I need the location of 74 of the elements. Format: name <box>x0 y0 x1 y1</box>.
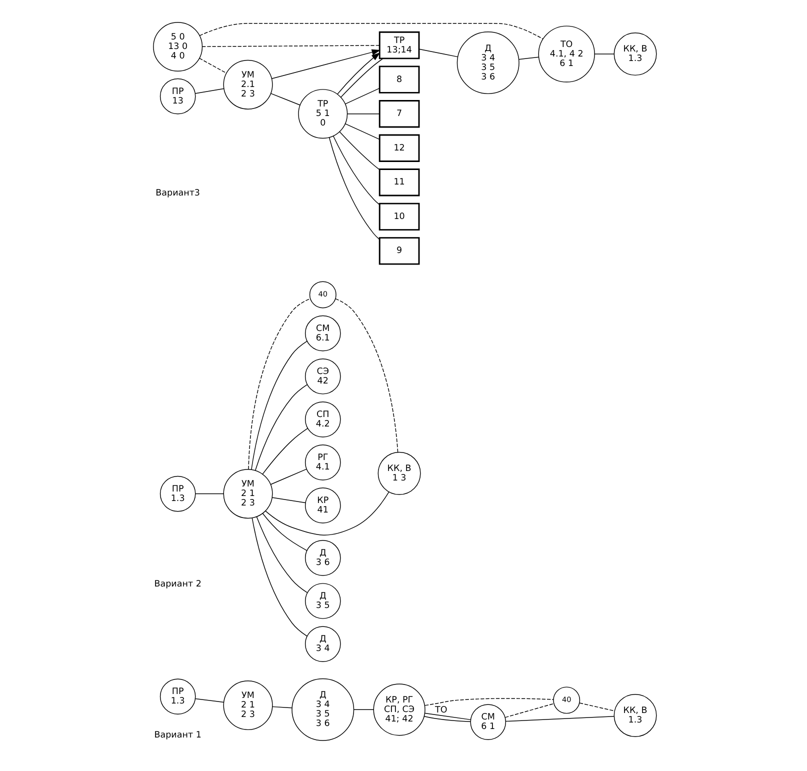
connector <box>251 517 307 637</box>
connector <box>248 298 310 470</box>
edge-label: ТО <box>434 705 447 716</box>
node-box: 10 <box>378 202 420 231</box>
connector <box>578 702 614 712</box>
node-circle: Д 3 4 3 5 3 6 <box>291 678 354 741</box>
connector <box>194 493 224 494</box>
connector <box>504 716 614 722</box>
node-circle: ПР 1.3 <box>159 678 196 714</box>
node-circle: КР 41 <box>304 488 340 524</box>
node-circle: КК, В 1.3 <box>613 694 656 737</box>
label: Вариант3 <box>155 188 200 199</box>
node-circle: Д 3 4 <box>304 626 340 662</box>
node-box: 7 <box>378 100 420 128</box>
node-circle: УМ 2 1 2 3 <box>222 680 272 730</box>
arrow <box>336 52 380 94</box>
connector <box>272 706 292 708</box>
connector <box>262 513 307 551</box>
node-circle: СЭ 42 <box>304 358 340 394</box>
connector <box>194 88 224 94</box>
connector <box>198 58 226 74</box>
node-circle: КК, В 1 3 <box>377 452 420 495</box>
connector <box>254 384 307 471</box>
connector <box>250 340 307 470</box>
connector <box>334 298 398 453</box>
node-circle: УМ 2 1 2 3 <box>222 469 272 519</box>
connector <box>264 491 389 536</box>
connector <box>201 45 380 47</box>
connector <box>198 23 543 40</box>
node-circle: Д 3 4 3 5 3 6 <box>456 32 519 94</box>
connector <box>353 709 374 710</box>
connector <box>271 497 306 504</box>
node-circle: ТО 4.1, 4 2 6 1 <box>538 26 594 82</box>
node-circle: УМ 2.1 2 3 <box>222 60 272 110</box>
node-circle: ПР 13 <box>159 78 196 114</box>
connector <box>424 712 470 720</box>
node-circle: Д 3 6 <box>304 540 340 576</box>
label: Вариант 2 <box>154 579 201 590</box>
connector <box>346 113 380 114</box>
connector <box>418 48 458 58</box>
node-circle: КР, РГ СП, СЭ 41; 42 <box>372 684 425 736</box>
node-box: 8 <box>378 66 420 94</box>
connector <box>344 88 380 104</box>
node-circle: СП 4.2 <box>304 401 340 438</box>
connector <box>340 58 383 98</box>
node-circle: РГ 4.1 <box>304 444 340 480</box>
connector <box>423 716 470 722</box>
connector <box>518 56 539 60</box>
label: Вариант 1 <box>154 730 201 740</box>
node-box: 9 <box>378 237 420 265</box>
connector <box>338 131 380 170</box>
node-box: ТР 13;14 <box>378 31 420 60</box>
connector <box>270 93 300 106</box>
node-circle: 40 <box>308 281 336 308</box>
connector <box>270 468 306 485</box>
connector <box>328 137 380 240</box>
node-circle: ПР 1.3 <box>159 476 196 512</box>
node-box: 12 <box>378 134 420 162</box>
node-box: 11 <box>378 168 420 196</box>
node-circle: СМ 6 1 <box>470 704 506 740</box>
connector <box>504 703 554 718</box>
node-circle: Д 3 5 <box>304 583 340 619</box>
connector <box>262 428 308 475</box>
connector <box>256 516 308 593</box>
node-circle: ТР 5 1 0 <box>298 89 348 139</box>
node-circle: 5 0 13 0 4 0 <box>152 22 202 72</box>
connector <box>344 123 380 140</box>
connector <box>424 698 554 706</box>
node-circle: СМ 6.1 <box>304 315 340 352</box>
node-circle: 40 <box>552 686 580 714</box>
arrow <box>270 49 380 79</box>
connector <box>194 698 224 703</box>
connector <box>332 136 380 206</box>
node-circle: КК, В 1.3 <box>613 32 656 76</box>
